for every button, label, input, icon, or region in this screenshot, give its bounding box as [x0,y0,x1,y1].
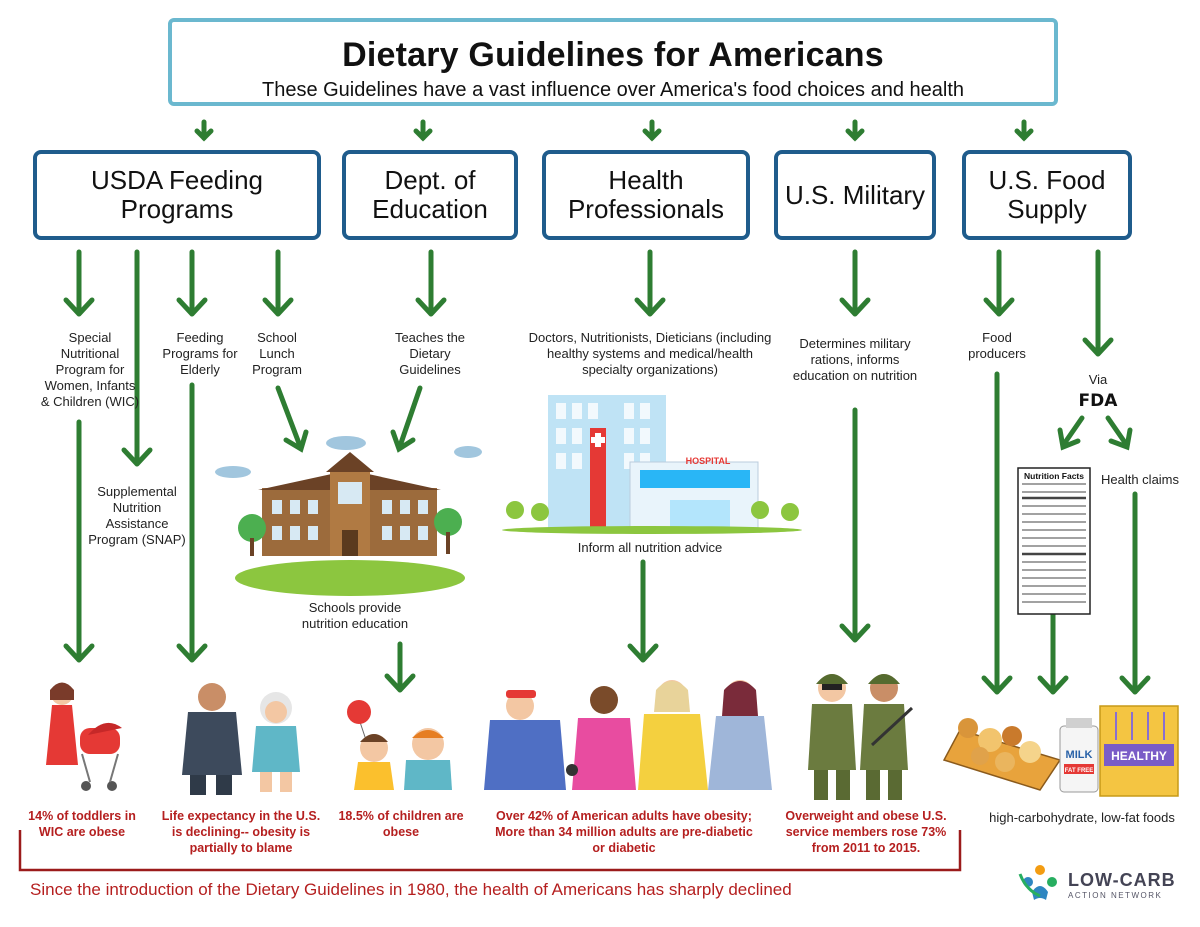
fat-free-label: FAT FREE [1065,768,1094,774]
category-education: Dept. of Education [342,150,518,240]
category-usda: USDA Feeding Programs [33,150,321,240]
arrow-school-lunch [265,249,291,314]
label-wic: Special Nutritional Program for Women, I… [40,330,140,409]
stat-adults: Over 42% of American adults have obesity… [495,809,753,855]
logo-sub-text: ACTION NETWORK [1068,891,1163,900]
arrow-military-rations [842,249,868,314]
category-food-supply: U.S. Food Supply [962,150,1132,240]
elderly-couple-illustration [182,683,300,795]
arrow-military-outcome [842,407,868,640]
stat-life-expectancy: Life expectancy in the U.S. is declining… [161,809,321,855]
arrow-fda-right [1105,415,1133,451]
arrow-to-usda [194,119,214,142]
category-health-professionals: Health Professionals [542,150,750,240]
arrow-snap [124,249,150,464]
fda-logo: FDA [1079,391,1119,411]
arrow-teaches [418,249,444,314]
arrow-via-fda [1085,249,1111,354]
arrow-to-military [845,119,865,142]
outcome-bracket [18,830,962,872]
food-products-illustration: MILK FAT FREE HEALTHY [942,705,1179,797]
nutrition-facts-label: Nutrition Facts [1017,467,1091,615]
arrow-to-education [413,119,433,142]
stat-service-members: Overweight and obese U.S. service member… [785,809,947,855]
arrow-to-health [642,119,662,142]
nutrition-facts-title: Nutrition Facts [1024,471,1084,481]
arrow-claims-outcome [1122,491,1148,692]
arrow-fda-left [1057,415,1085,451]
children-illustration [347,700,452,790]
label-health-claims: Health claims [1100,472,1180,487]
hospital-illustration: HOSPITAL [502,395,802,534]
title-box: Dietary Guidelines for Americans These G… [168,18,1058,106]
low-carb-logo: LOW-CARB ACTION NETWORK [1068,870,1176,900]
arrow-doctors [637,249,663,314]
stat-children: 18.5% of children are obese [338,809,464,839]
arrow-label-outcome [1040,609,1066,692]
mother-stroller-illustration [46,682,122,791]
label-teaches: Teaches the Dietary Guidelines [394,330,466,377]
school-illustration [215,436,482,596]
arrow-schools-outcome [387,641,413,690]
arrow-elderly [179,249,205,314]
label-via: Via [1088,372,1108,387]
arrow-wic-outcome [66,419,92,660]
arrow-to-food [1014,119,1034,142]
arrow-wic [66,249,92,314]
adults-illustration [484,680,772,790]
page-subtitle: These Guidelines have a vast influence o… [261,79,964,101]
label-snap: Supplemental Nutrition Assistance Progra… [88,484,186,547]
stat-toddlers: 14% of toddlers in WIC are obese [28,809,136,839]
soldiers-illustration [808,674,914,800]
low-carb-logo-icon [1018,865,1057,900]
milk-label: MILK [1066,749,1093,761]
arrow-inform-outcome [630,559,656,660]
label-high-carb: high-carbohydrate, low-fat foods [989,810,1175,825]
label-school-lunch: School Lunch Program [252,330,302,377]
label-inform: Inform all nutrition advice [577,540,723,555]
arrow-elderly-outcome [179,382,205,660]
logo-main-text: LOW-CARB [1068,870,1176,890]
label-doctors: Doctors, Nutritionists, Dieticians (incl… [528,330,772,377]
arrow-producers-outcome [984,371,1010,692]
label-schools-provide: Schools provide nutrition education [301,600,409,631]
category-military: U.S. Military [774,150,936,240]
label-elderly: Feeding Programs for Elderly [162,330,238,377]
hospital-sign: HOSPITAL [686,456,731,466]
arrow-food-producers [986,249,1012,314]
arrow-school-to-building [275,385,309,453]
arrow-teaches-to-building [390,385,423,453]
healthy-box-label: HEALTHY [1111,749,1167,763]
page-title: Dietary Guidelines for Americans [342,36,884,74]
label-food-producers: Food producers [968,330,1026,361]
label-military-rations: Determines military rations, informs edu… [792,336,918,383]
conclusion-text: Since the introduction of the Dietary Gu… [30,880,792,899]
